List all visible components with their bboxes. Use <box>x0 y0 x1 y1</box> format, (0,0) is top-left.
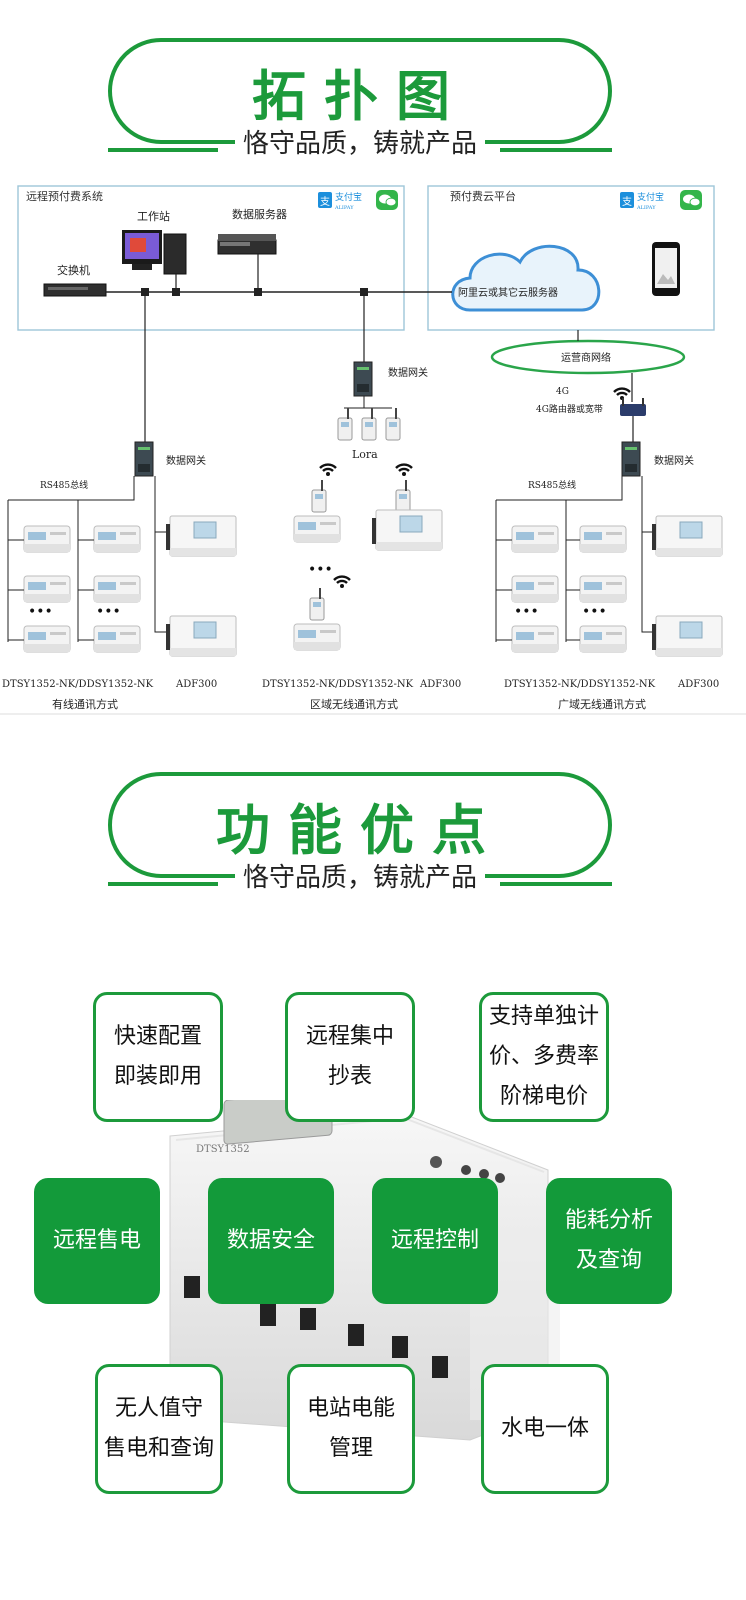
lora-module-icon <box>311 479 327 513</box>
meter-icon <box>23 575 71 603</box>
feature-remote-control: 远程控制 <box>372 1178 498 1304</box>
left-system-title: 远程预付费系统 <box>26 190 103 203</box>
adf-label-middle: ADF300 <box>419 679 461 690</box>
features-banner: 功能优点 恪守品质，铸就产品 <box>108 772 612 894</box>
meter-icon <box>93 575 141 603</box>
data-server-icon <box>217 234 277 255</box>
adf300-icon <box>371 509 443 551</box>
ellipsis-right-2: ••• <box>582 604 607 620</box>
topology-diagram: 远程预付费系统 支 支付宝 ALIPAY 工作站 数据服务器 交换机 预付费云平… <box>0 185 746 715</box>
switch-icon <box>43 283 107 297</box>
meter-model-right: DTSY1352-NK/DDSY1352-NK <box>504 679 656 690</box>
lora-module-icon <box>337 407 353 441</box>
router-icon <box>620 398 646 416</box>
adf300-icon <box>651 515 723 557</box>
alipay-icon-right: 支 支付宝 ALIPAY <box>620 191 664 211</box>
switch-label: 交换机 <box>57 263 90 277</box>
wechat-pay-icon-right <box>680 190 702 210</box>
operator-network-ellipse <box>490 339 686 375</box>
feature-unattended: 无人值守 售电和查询 <box>95 1364 223 1494</box>
data-server-label: 数据服务器 <box>232 207 287 221</box>
adf-label-left: ADF300 <box>175 679 217 690</box>
svg-text:ALIPAY: ALIPAY <box>334 205 354 211</box>
feature-multi-rate: 支持单独计 价、多费率 阶梯电价 <box>479 992 609 1122</box>
meter-model-middle: DTSY1352-NK/DDSY1352-NK <box>262 679 414 690</box>
feature-data-security: 数据安全 <box>208 1178 334 1304</box>
svg-text:支: 支 <box>320 196 330 208</box>
meter-model-left: DTSY1352-NK/DDSY1352-NK <box>2 679 154 690</box>
router-4g-label: 4G <box>556 387 569 397</box>
topology-banner: 拓扑图 恪守品质，铸就产品 <box>108 38 612 160</box>
wifi-icon <box>318 463 338 478</box>
workstation-icon <box>122 230 187 275</box>
ellipsis-middle: ••• <box>308 562 333 578</box>
meter-icon <box>23 525 71 553</box>
gateway-icon-middle <box>353 361 373 397</box>
workstation-label: 工作站 <box>137 209 170 223</box>
adf300-icon <box>165 615 237 657</box>
ellipsis-right-1: ••• <box>514 604 539 620</box>
cloud-label: 阿里云或其它云服务器 <box>458 286 558 299</box>
banner-bar-right <box>500 148 612 152</box>
bus-label-left: RS485总线 <box>40 479 88 491</box>
meter-icon <box>93 525 141 553</box>
meter-icon <box>511 575 559 603</box>
lora-label: Lora <box>352 448 378 461</box>
gateway-icon-right <box>621 441 641 477</box>
meter-icon <box>23 625 71 653</box>
feature-water-power: 水电一体 <box>481 1364 609 1494</box>
svg-text:支付宝: 支付宝 <box>637 191 664 203</box>
meter-icon <box>511 625 559 653</box>
meter-icon <box>293 515 341 543</box>
phone-icon <box>652 242 680 296</box>
wifi-icon <box>394 463 414 478</box>
banner-bar-left <box>108 882 218 886</box>
svg-text:ALIPAY: ALIPAY <box>636 205 656 211</box>
feature-station-mgmt: 电站电能 管理 <box>287 1364 415 1494</box>
feature-remote-sale: 远程售电 <box>34 1178 160 1304</box>
alipay-icon: 支 支付宝 ALIPAY <box>318 191 362 211</box>
lora-module-icon <box>361 407 377 441</box>
ellipsis-left-1: ••• <box>28 604 53 620</box>
caption-right: 广域无线通讯方式 <box>558 697 646 711</box>
meter-icon <box>579 525 627 553</box>
ellipsis-left-2: ••• <box>96 604 121 620</box>
bus-label-right: RS485总线 <box>528 479 576 491</box>
topology-title: 拓扑图 <box>252 65 468 128</box>
gateway-label-left: 数据网关 <box>166 454 206 467</box>
meter-icon <box>511 525 559 553</box>
feature-energy-analysis: 能耗分析 及查询 <box>546 1178 672 1304</box>
right-system-title: 预付费云平台 <box>450 189 516 203</box>
topology-subtitle: 恪守品质，铸就产品 <box>234 128 485 160</box>
lora-module-icon <box>395 479 411 513</box>
gateway-label-middle: 数据网关 <box>388 366 428 379</box>
product-model: DTSY1352 <box>196 1144 250 1155</box>
svg-text:支付宝: 支付宝 <box>335 191 362 203</box>
meter-icon <box>293 623 341 651</box>
lora-module-icon <box>309 587 325 621</box>
adf300-icon <box>165 515 237 557</box>
meter-icon <box>579 625 627 653</box>
adf300-icon <box>651 615 723 657</box>
meter-icon <box>579 575 627 603</box>
gateway-label-right: 数据网关 <box>654 454 694 467</box>
operator-network-label: 运营商网络 <box>561 351 611 364</box>
router-label: 4G路由器或宽带 <box>536 403 603 415</box>
wifi-icon <box>332 575 352 590</box>
features-subtitle: 恪守品质，铸就产品 <box>234 862 485 894</box>
feature-quick-config: 快速配置 即装即用 <box>93 992 223 1122</box>
banner-bar-right <box>500 882 612 886</box>
caption-middle: 区域无线通讯方式 <box>310 697 398 711</box>
wechat-pay-icon <box>376 190 398 210</box>
gateway-icon-left <box>134 441 154 477</box>
caption-left: 有线通讯方式 <box>52 697 118 711</box>
feature-remote-reading: 远程集中 抄表 <box>285 992 415 1122</box>
cloud-icon <box>451 244 601 312</box>
meter-icon <box>93 625 141 653</box>
adf-label-right: ADF300 <box>677 679 719 690</box>
banner-bar-left <box>108 148 218 152</box>
features-title: 功能优点 <box>216 799 504 862</box>
svg-text:支: 支 <box>622 196 632 208</box>
lora-module-icon <box>385 407 401 441</box>
